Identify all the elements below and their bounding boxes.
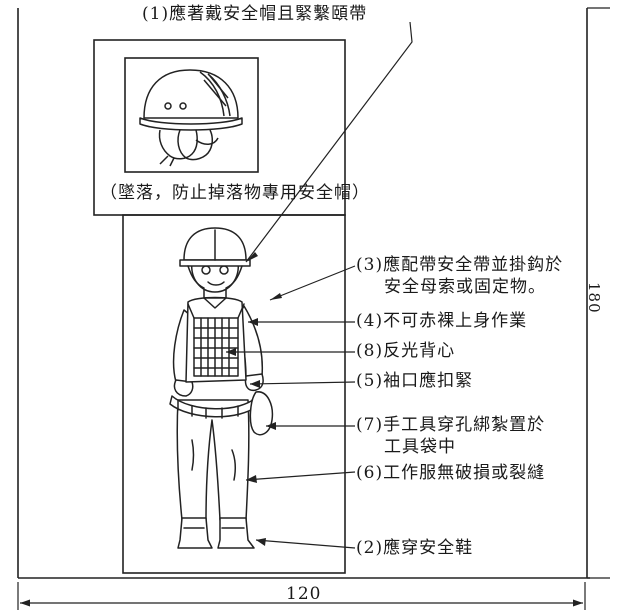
callout-7-line2: 工具袋中 — [384, 437, 456, 457]
title-label: (1)應著戴安全帽且緊繫頤帶 — [142, 4, 368, 24]
leader-2 — [255, 539, 356, 549]
callout-8: (8)反光背心 — [356, 341, 456, 361]
worker-figure — [169, 227, 274, 549]
callout-7-line1: (7)手工具穿孔綁紮置於 — [356, 415, 546, 435]
helmet-caption: （墜落，防止掉落物專用安全帽） — [100, 183, 370, 203]
worker-picture-frame — [122, 214, 346, 574]
callout-4: (4)不可赤裸上身作業 — [356, 311, 528, 331]
leader-arrowheads — [226, 252, 282, 546]
side-dimension-label: 180 — [585, 282, 603, 314]
leader-5 — [249, 381, 356, 385]
callout-5: (5)袖口應扣緊 — [356, 371, 474, 391]
leader-6 — [245, 471, 356, 481]
leader-1 — [245, 21, 413, 263]
width-dimension — [17, 582, 586, 610]
leader-3 — [269, 265, 356, 301]
callout-2: (2)應穿安全鞋 — [356, 538, 474, 558]
callout-3-line2: 安全母索或固定物。 — [384, 277, 546, 297]
callout-3-line1: (3)應配帶安全帶並掛鈎於 — [356, 255, 564, 275]
helmet-picture-frame — [124, 57, 259, 173]
width-dimension-label: 120 — [286, 584, 322, 604]
helmet-drawing — [139, 69, 243, 167]
leader-lines — [226, 21, 413, 549]
callout-6: (6)工作服無破損或裂縫 — [356, 463, 546, 483]
